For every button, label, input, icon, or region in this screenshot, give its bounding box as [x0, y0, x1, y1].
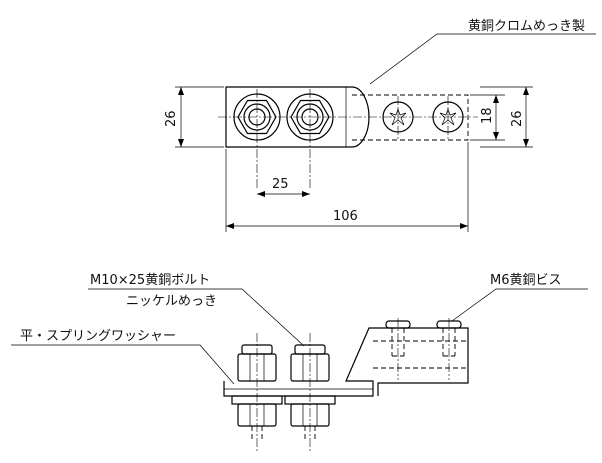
washer-leader: [11, 344, 235, 385]
screw-label: M6黄銅ビス: [490, 273, 562, 288]
bolt-label-line2: ニッケルめっき: [126, 294, 217, 309]
dim-height-left: 26: [164, 110, 179, 127]
dim-overall-length: 106: [333, 209, 358, 224]
bolt-label-line1: M10×25黄銅ボルト: [90, 273, 210, 288]
bar-outline: [225, 86, 370, 148]
hidden-tab-outline: [352, 94, 469, 141]
top-view: 黄銅クロムめっき製 26 18 26 25 106: [164, 19, 596, 232]
material-leader: [369, 33, 596, 85]
material-label: 黄銅クロムめっき製: [468, 19, 585, 34]
dim-height-inner: 18: [480, 107, 495, 124]
screw-leader: [451, 288, 588, 322]
dim-bolt-pitch: 25: [272, 177, 289, 192]
side-view: M10×25黄銅ボルト ニッケルめっき M6黄銅ビス 平・スプリングワッシャー: [11, 273, 588, 452]
bolt-leader: [88, 288, 305, 347]
dim-height-right: 26: [510, 110, 525, 127]
washer-label: 平・スプリングワッシャー: [20, 329, 176, 344]
bar-side-outline: [223, 327, 469, 397]
